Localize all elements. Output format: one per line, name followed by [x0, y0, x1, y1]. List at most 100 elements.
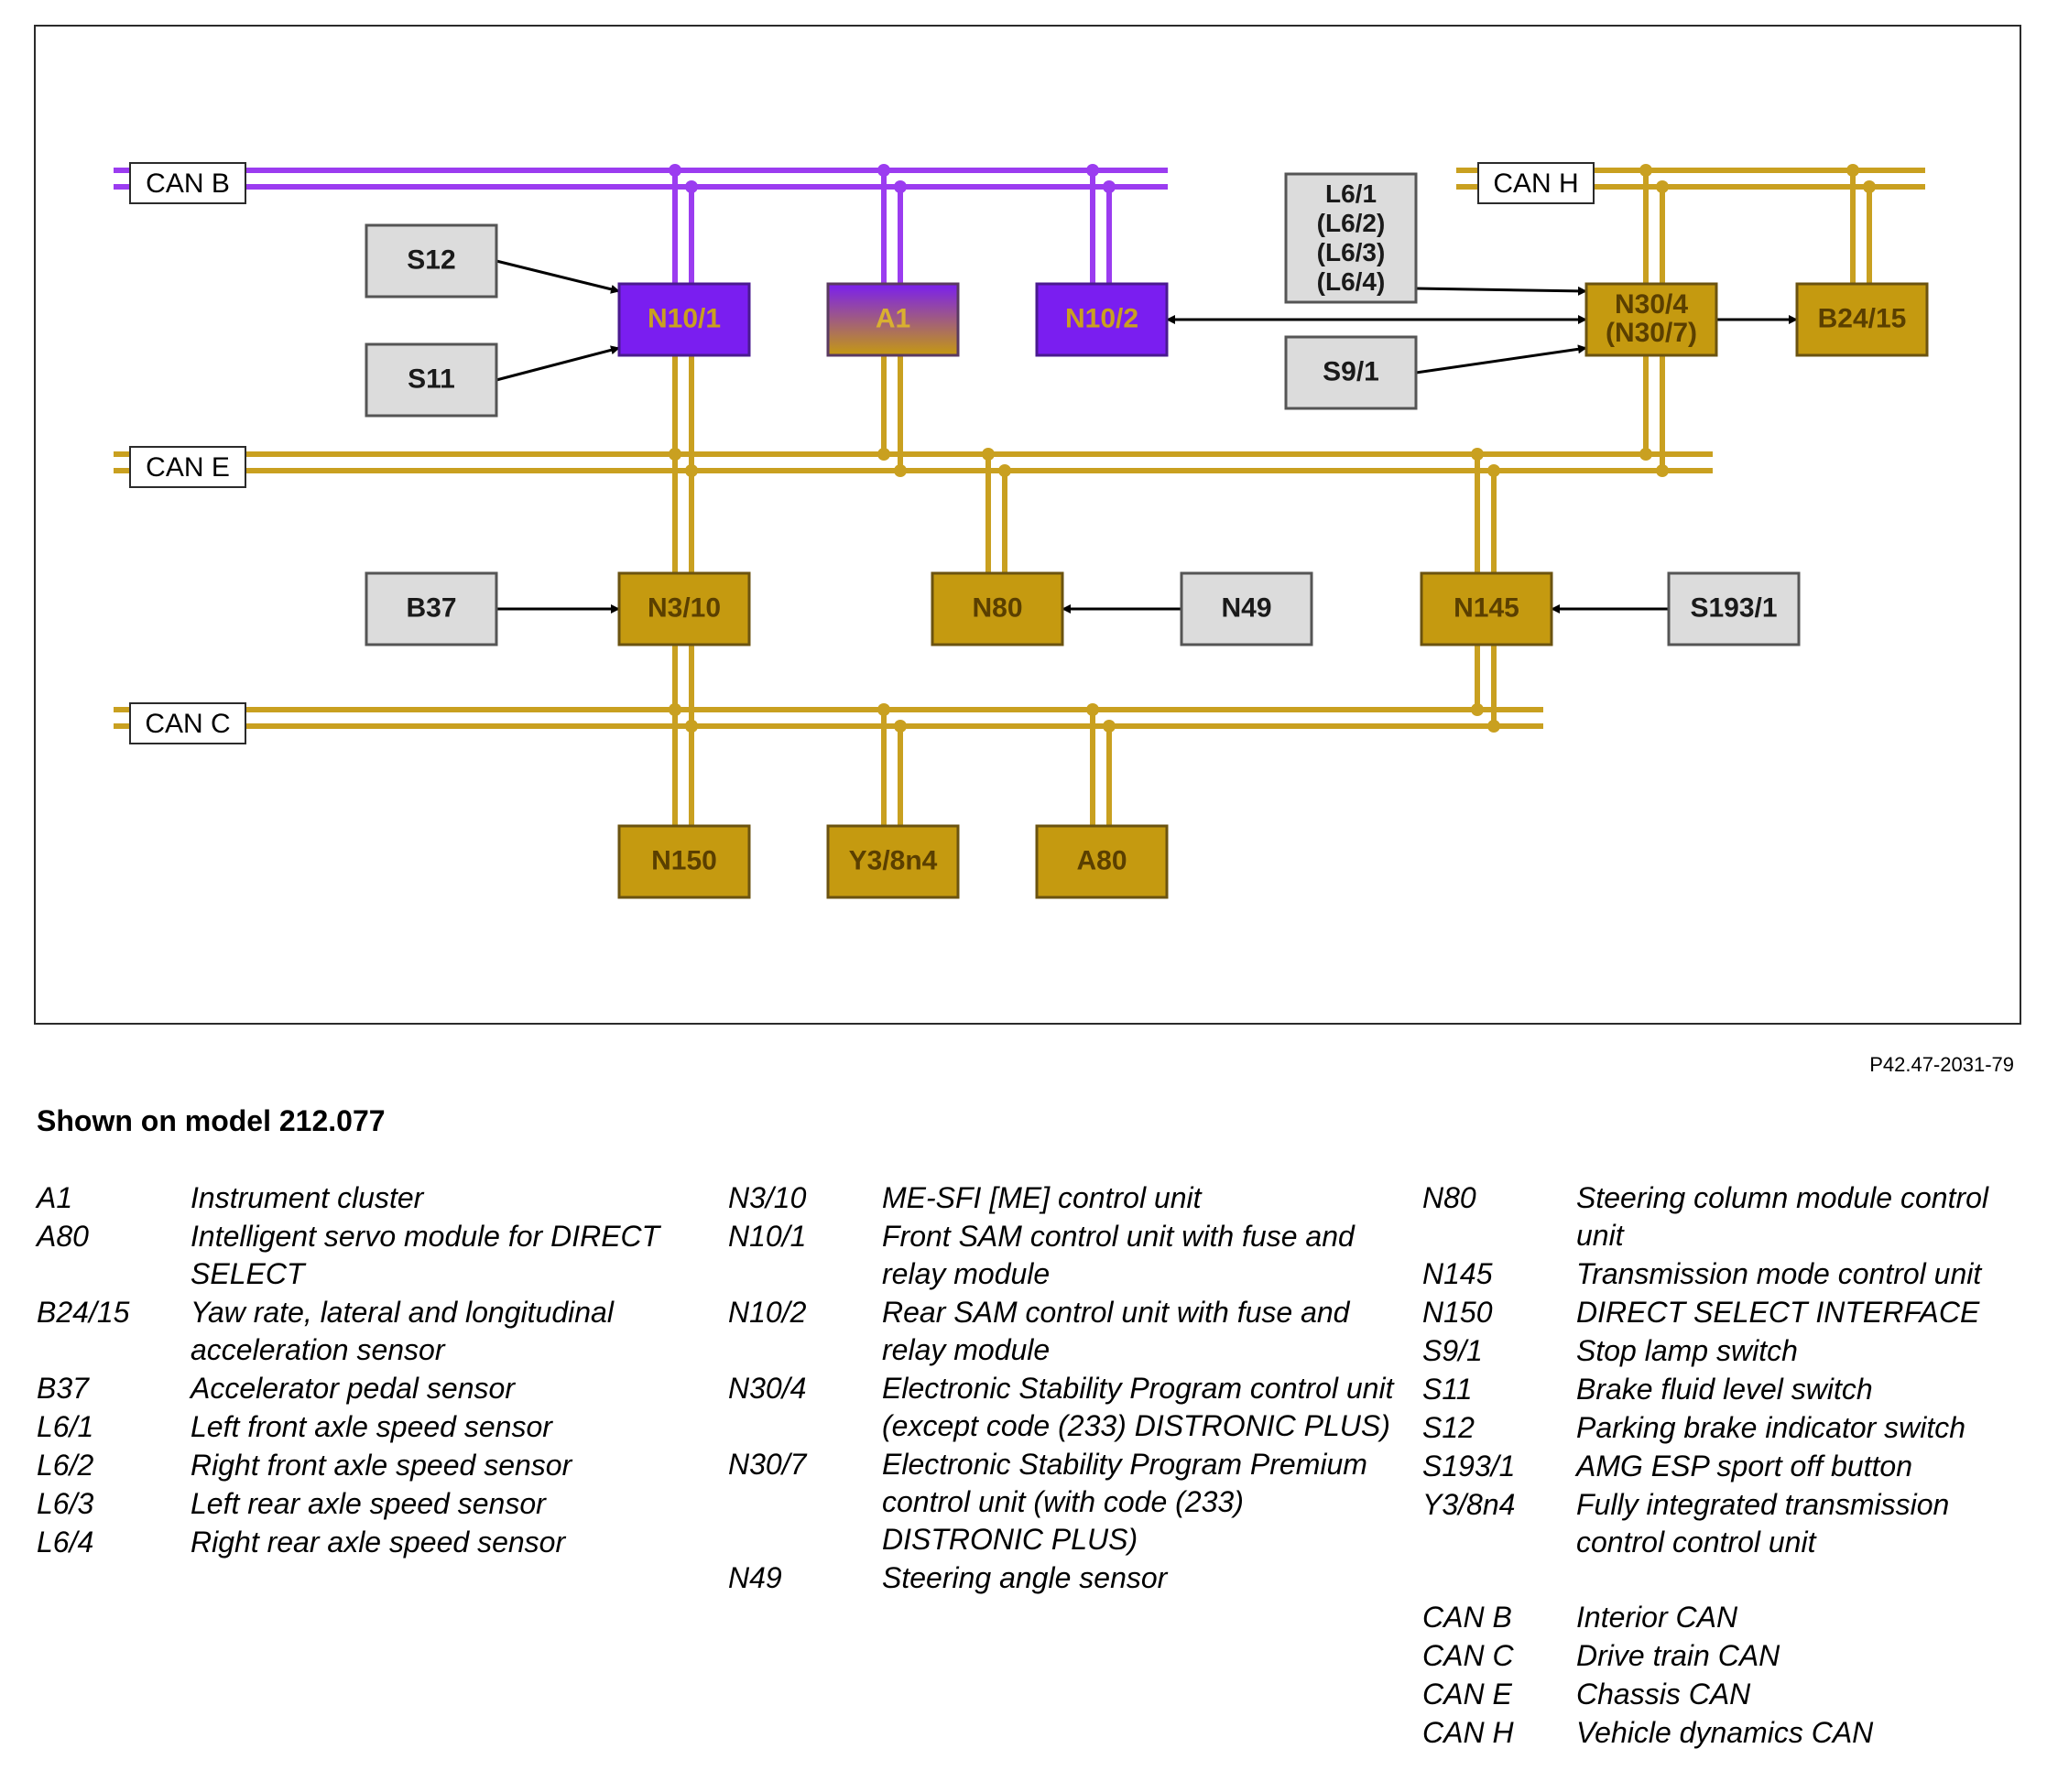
- bus-link-n145: [1475, 454, 1497, 726]
- legend-entry: S193/1 AMG ESP sport off button: [1422, 1448, 2027, 1485]
- junction-dot: [669, 448, 681, 461]
- junction-dot: [1086, 703, 1099, 716]
- legend-code: S12: [1422, 1411, 1475, 1444]
- module-label: S12: [407, 245, 455, 276]
- legend-description: Front SAM control unit with fuse and rel…: [882, 1220, 1355, 1290]
- svg-text:CAN H: CAN H: [1493, 168, 1578, 199]
- legend-description: Drive train CAN: [1576, 1639, 1780, 1672]
- bus-can-c: [114, 707, 1543, 729]
- legend-description: Steering column module control unit: [1576, 1181, 1989, 1252]
- legend-code: CAN C: [1422, 1639, 1514, 1672]
- legend-description: Yaw rate, lateral and longitudinal accel…: [191, 1296, 614, 1366]
- module-n150: N150: [617, 824, 751, 899]
- junction-dot: [894, 180, 907, 193]
- legend-code: S11: [1422, 1373, 1473, 1406]
- junction-dot: [877, 703, 890, 716]
- module-l6: L6/1(L6/2)(L6/3)(L6/4): [1284, 172, 1418, 304]
- module-a1: A1: [826, 282, 960, 357]
- junction-dot: [877, 164, 890, 177]
- junction-dot: [1639, 164, 1652, 177]
- legend-description: Steering angle sensor: [882, 1561, 1168, 1594]
- module-label: S11: [408, 364, 455, 395]
- legend-description: Interior CAN: [1576, 1601, 1738, 1634]
- junction-dot: [1656, 180, 1669, 193]
- bus-link-a80: [1090, 710, 1112, 826]
- legend-description: Chassis CAN: [1576, 1678, 1751, 1711]
- module-label: (L6/3): [1317, 238, 1386, 266]
- figure-reference: P42.47-2031-79: [1869, 1053, 2014, 1076]
- legend-code: Y3/8n4: [1422, 1488, 1516, 1521]
- legend-description: AMG ESP sport off button: [1576, 1450, 1912, 1482]
- legend-description: Right rear axle speed sensor: [191, 1526, 566, 1558]
- legend-description: Accelerator pedal sensor: [191, 1372, 515, 1405]
- module-s12: S12: [365, 223, 498, 299]
- junction-dot: [894, 720, 907, 733]
- module-s11: S11: [365, 342, 498, 418]
- junction-dot: [1487, 464, 1500, 477]
- bus-label-can-e: CAN E: [129, 446, 246, 488]
- bus-link-y3-8n4: [881, 710, 903, 826]
- legend-code: B24/15: [37, 1296, 130, 1329]
- legend-description: Brake fluid level switch: [1576, 1373, 1873, 1406]
- legend-description: DIRECT SELECT INTERFACE: [1576, 1296, 1980, 1329]
- module-n80: N80: [931, 571, 1064, 646]
- junction-dot: [669, 164, 681, 177]
- module-b37: B37: [365, 571, 498, 646]
- junction-dot: [877, 448, 890, 461]
- junction-dot: [1471, 448, 1484, 461]
- legend-entry: B37 Accelerator pedal sensor: [37, 1370, 696, 1407]
- legend-description: Rear SAM control unit with fuse and rela…: [882, 1296, 1350, 1366]
- svg-text:CAN B: CAN B: [146, 168, 230, 199]
- svg-text:CAN E: CAN E: [146, 452, 230, 483]
- module-label: A1: [876, 304, 910, 334]
- legend-code: S193/1: [1422, 1450, 1516, 1482]
- bus-label-can-h: CAN H: [1477, 162, 1595, 204]
- bus-link-n30-4: [1643, 170, 1665, 471]
- module-label: B24/15: [1818, 304, 1907, 334]
- signal-l6-to-n30-4: [1415, 286, 1587, 296]
- bus-link-a1: [881, 170, 903, 471]
- legend-entry: S11 Brake fluid level switch: [1422, 1371, 2027, 1408]
- legend-description: Instrument cluster: [191, 1181, 424, 1214]
- legend-code: L6/2: [37, 1449, 94, 1482]
- legend-code: N30/4: [728, 1372, 807, 1405]
- module-s9-1: S9/1: [1284, 335, 1418, 410]
- module-label: N3/10: [648, 593, 721, 624]
- legend-code: CAN B: [1422, 1601, 1512, 1634]
- legend-description: Fully integrated transmission control co…: [1576, 1488, 1950, 1558]
- legend-code: N49: [728, 1561, 782, 1594]
- junction-dot: [998, 464, 1011, 477]
- module-n10-2: N10/2: [1035, 282, 1169, 357]
- signal-s12-to-n10-1: [495, 259, 620, 294]
- legend-entry: Y3/8n4 Fully integrated transmission cont…: [1422, 1486, 2027, 1561]
- module-label: B37: [406, 593, 456, 624]
- legend-description: Left front axle speed sensor: [191, 1410, 552, 1443]
- bus-can-b: [114, 168, 1168, 190]
- bus-label-can-c: CAN C: [129, 702, 246, 744]
- module-label: Y3/8n4: [849, 846, 938, 876]
- junction-dot: [685, 464, 698, 477]
- module-n49: N49: [1180, 571, 1313, 646]
- caption: Shown on model 212.077: [37, 1104, 386, 1137]
- module-y3-8n4: Y3/8n4: [826, 824, 960, 899]
- legend-code: N30/7: [728, 1448, 807, 1481]
- legend-description: Left rear axle speed sensor: [191, 1487, 546, 1520]
- legend-description: Transmission mode control unit: [1576, 1257, 1982, 1290]
- legend-description: Vehicle dynamics CAN: [1576, 1716, 1874, 1749]
- bus-link-n3-10: [672, 454, 694, 726]
- junction-dot: [1487, 720, 1500, 733]
- legend-code: B37: [37, 1372, 89, 1405]
- legend-description: Parking brake indicator switch: [1576, 1411, 1966, 1444]
